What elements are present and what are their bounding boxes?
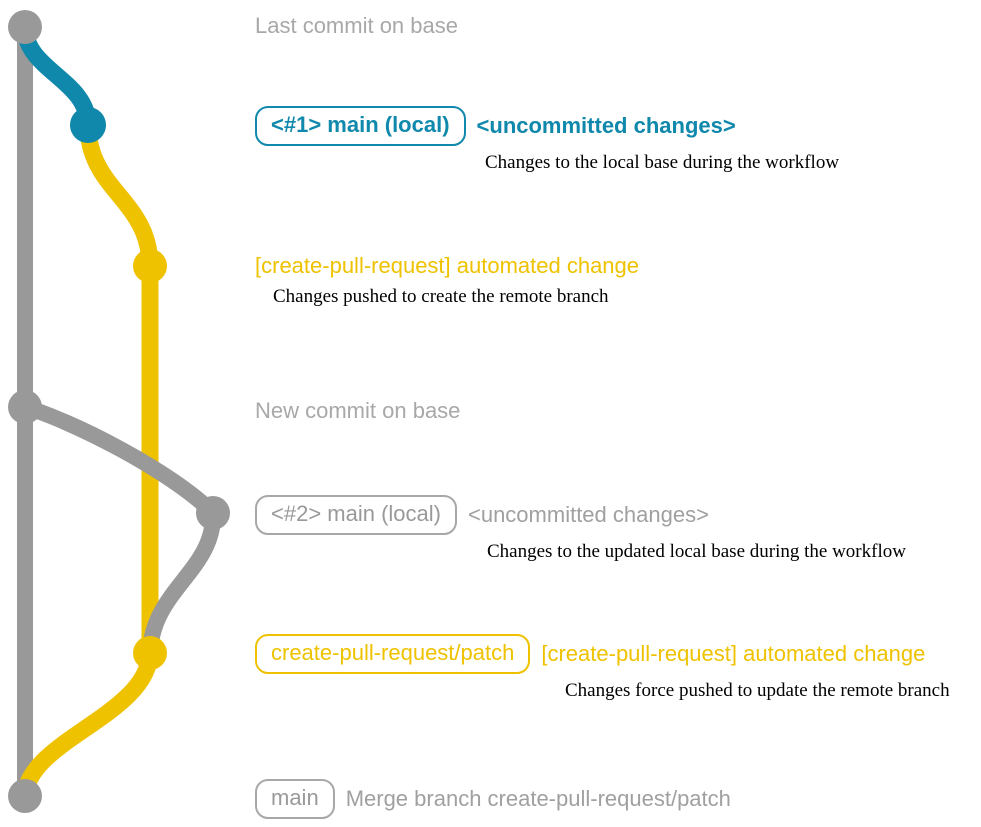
- commit-subject: <uncommitted changes>: [476, 113, 736, 138]
- commit-node-local-1[interactable]: [70, 107, 106, 143]
- commit-row-main: main Merge branch create-pull-request/pa…: [255, 779, 731, 819]
- commit-subject: [create-pull-request] automated change: [255, 253, 640, 278]
- commit-subject: Last commit on base: [255, 13, 458, 38]
- edge-local2-to-patch2: [142, 505, 222, 661]
- commit-note: Changes pushed to create the remote bran…: [273, 286, 609, 307]
- ref-badge-main-local-1[interactable]: <#1> main (local): [255, 106, 466, 146]
- commit-subject: <uncommitted changes>: [467, 502, 709, 527]
- commit-row-merge: main Merge branch create-pull-request/pa…: [255, 779, 731, 819]
- commit-row-main: [create-pull-request] automated change: [255, 252, 639, 280]
- commit-node-patch-1[interactable]: [133, 249, 167, 283]
- edge-patch-from-local1: [79, 116, 159, 275]
- commit-row-local-1: <#1> main (local) <uncommitted changes> …: [255, 106, 839, 175]
- commit-row-main: create-pull-request/patch [create-pull-r…: [255, 634, 925, 674]
- commit-row-new-commit: New commit on base: [255, 397, 460, 425]
- commit-row-patch-2: create-pull-request/patch [create-pull-r…: [255, 634, 950, 703]
- commit-node-base-new[interactable]: [8, 390, 42, 424]
- commit-row-main: Last commit on base: [255, 12, 458, 40]
- commit-node-base-head[interactable]: [8, 10, 42, 44]
- edge-patch2-to-merge: [16, 644, 159, 805]
- ref-badge-main-local-2[interactable]: <#2> main (local): [255, 495, 457, 535]
- commit-subject: New commit on base: [255, 398, 461, 423]
- commit-row-main: <#1> main (local) <uncommitted changes>: [255, 106, 736, 146]
- commit-node-patch-2[interactable]: [133, 636, 167, 670]
- commit-subject: Merge branch create-pull-request/patch: [345, 786, 731, 811]
- commit-row-patch-1: [create-pull-request] automated change C…: [255, 252, 639, 309]
- commit-node-local-2[interactable]: [196, 496, 230, 530]
- commit-note: Changes force pushed to update the remot…: [565, 680, 950, 701]
- commit-row-main: New commit on base: [255, 397, 460, 425]
- ref-badge-main[interactable]: main: [255, 779, 335, 819]
- ref-badge-create-pull-request-patch[interactable]: create-pull-request/patch: [255, 634, 531, 674]
- commit-note: Changes to the updated local base during…: [487, 541, 906, 562]
- commit-row-main: <#2> main (local) <uncommitted changes>: [255, 495, 709, 535]
- commit-subject: [create-pull-request] automated change: [541, 641, 926, 666]
- commit-node-merge[interactable]: [8, 779, 42, 813]
- edge-base-to-local2: [17, 399, 221, 521]
- commit-note: Changes to the local base during the wor…: [485, 152, 840, 173]
- commit-row-local-2: <#2> main (local) <uncommitted changes> …: [255, 495, 906, 564]
- commit-row-last-commit: Last commit on base: [255, 12, 458, 40]
